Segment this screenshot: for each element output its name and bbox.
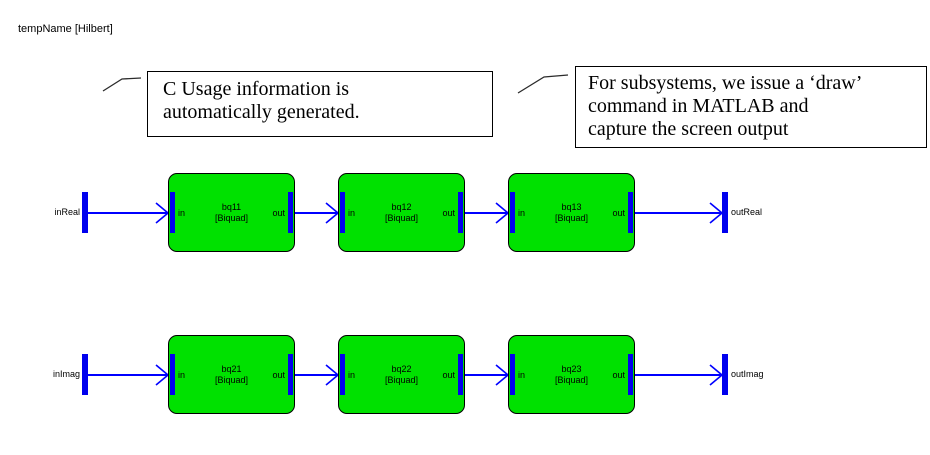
output-port-label: outReal [731,207,763,217]
block-outport-bar[interactable] [628,192,633,233]
outport-label: out [442,208,455,218]
input-port-label: inImag [52,369,80,379]
arrowhead-icon [495,202,509,224]
callout-leader-line [102,77,142,92]
signal-wire [635,212,722,214]
outport-label: out [272,370,285,380]
biquad-block-bq13[interactable]: in bq13 [Biquad] out [508,173,635,252]
input-port-label: inReal [54,207,80,217]
inport-label: in [348,370,356,380]
block-inport-bar[interactable] [340,192,345,233]
biquad-block-bq12[interactable]: in bq12 [Biquad] out [338,173,465,252]
block-outport-bar[interactable] [458,354,463,395]
block-type-line: [Biquad] [554,374,589,385]
arrowhead-icon [155,202,169,224]
block-name: bq13 [Biquad] [509,174,634,251]
signal-wire [295,374,338,376]
block-type-line: [Biquad] [214,374,249,385]
biquad-block-bq21[interactable]: in bq21 [Biquad] out [168,335,295,414]
block-name-line: bq23 [561,363,582,374]
callout-annotation: C Usage information is automatically gen… [147,71,493,137]
outport-label: out [612,370,625,380]
block-name: bq22 [Biquad] [339,336,464,413]
block-name: bq12 [Biquad] [339,174,464,251]
block-outport-bar[interactable] [288,354,293,395]
block-inport-bar[interactable] [510,192,515,233]
callout-text-line: automatically generated. [163,101,360,123]
biquad-block-bq22[interactable]: in bq22 [Biquad] out [338,335,465,414]
model-title: tempName [Hilbert] [18,23,113,35]
signal-wire [465,212,508,214]
callout-text-line: capture the screen output [588,118,789,140]
signal-wire [635,374,722,376]
block-type-line: [Biquad] [384,374,419,385]
inport-label: in [348,208,356,218]
biquad-block-bq11[interactable]: in bq11 [Biquad] out [168,173,295,252]
block-outport-bar[interactable] [628,354,633,395]
callout-text-line: command in MATLAB and [588,95,809,117]
block-name: bq11 [Biquad] [169,174,294,251]
signal-wire [88,374,168,376]
output-port-label: outImag [731,369,764,379]
arrowhead-icon [495,364,509,386]
callout-annotation: For subsystems, we issue a ‘draw’ comman… [575,66,927,148]
input-port-bar[interactable] [82,354,88,395]
signal-wire [88,212,168,214]
output-port-bar[interactable] [722,192,728,233]
callout-text-line: For subsystems, we issue a ‘draw’ [588,72,863,94]
inport-label: in [178,208,186,218]
block-outport-bar[interactable] [458,192,463,233]
block-inport-bar[interactable] [170,192,175,233]
block-type-line: [Biquad] [384,212,419,223]
block-name: bq23 [Biquad] [509,336,634,413]
block-name-line: bq12 [391,201,412,212]
block-type-line: [Biquad] [214,212,249,223]
outport-label: out [272,208,285,218]
arrowhead-icon [155,364,169,386]
outport-label: out [612,208,625,218]
block-inport-bar[interactable] [510,354,515,395]
callout-text-line: C Usage information is [163,78,350,100]
inport-label: in [178,370,186,380]
block-name-line: bq13 [561,201,582,212]
arrowhead-icon [709,202,723,224]
signal-wire [295,212,338,214]
block-type-line: [Biquad] [554,212,589,223]
input-port-bar[interactable] [82,192,88,233]
arrowhead-icon [325,364,339,386]
block-name-line: bq22 [391,363,412,374]
inport-label: in [518,370,526,380]
arrowhead-icon [709,364,723,386]
arrowhead-icon [325,202,339,224]
block-inport-bar[interactable] [170,354,175,395]
outport-label: out [442,370,455,380]
block-outport-bar[interactable] [288,192,293,233]
block-name-line: bq21 [221,363,242,374]
callout-leader-line [517,74,569,94]
block-name-line: bq11 [221,201,242,212]
block-name: bq21 [Biquad] [169,336,294,413]
inport-label: in [518,208,526,218]
signal-wire [465,374,508,376]
block-inport-bar[interactable] [340,354,345,395]
biquad-block-bq23[interactable]: in bq23 [Biquad] out [508,335,635,414]
output-port-bar[interactable] [722,354,728,395]
